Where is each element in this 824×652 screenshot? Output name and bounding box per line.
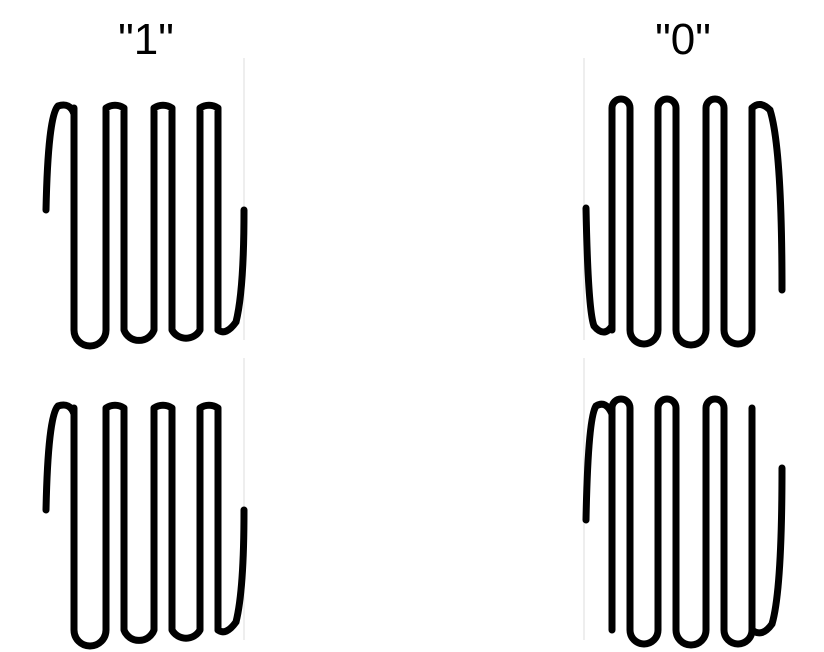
waveform-panel-bottom-left — [42, 358, 248, 650]
meander-lead-in — [42, 101, 78, 214]
meander-trace — [70, 101, 222, 350]
waveform-panel-top-left — [42, 58, 248, 350]
meander-lead-in — [582, 400, 616, 524]
waveform-panel-bottom-right — [582, 358, 786, 649]
meander-lead-out — [214, 206, 248, 336]
meander-lead-in — [42, 401, 78, 514]
meander-trace — [608, 395, 756, 649]
meander-trace — [70, 401, 222, 650]
label-zero: "0" — [655, 15, 711, 64]
meander-lead-out — [214, 506, 248, 636]
meander-trace — [608, 95, 756, 349]
waveform-panel-top-right — [582, 58, 786, 349]
meander-lead-in — [582, 204, 616, 336]
meander-lead-out — [748, 464, 786, 637]
label-one: "1" — [118, 15, 174, 64]
meander-lead-out — [748, 101, 786, 294]
